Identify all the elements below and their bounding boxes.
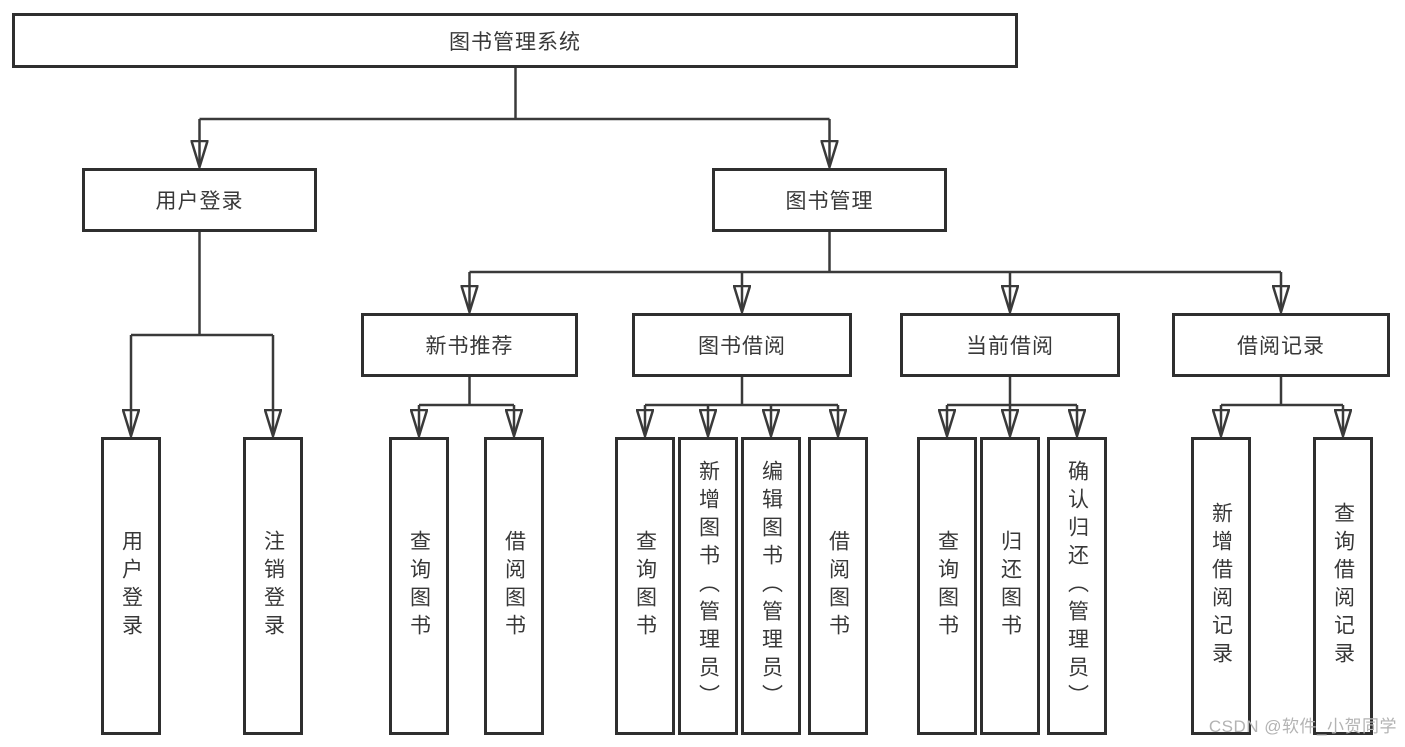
leaf-current-query-book: 查询图书	[917, 437, 977, 735]
connector-borrow-record-to-leaves	[1221, 377, 1343, 435]
node-label: 借阅图书	[826, 530, 850, 642]
node-label: 新增借阅记录	[1209, 502, 1233, 670]
node-current-borrowing: 当前借阅	[900, 313, 1120, 377]
leaf-query-borrow-record: 查询借阅记录	[1313, 437, 1373, 735]
connector-book-borrow-to-leaves	[645, 377, 838, 435]
node-label: 归还图书	[998, 530, 1022, 642]
connector-current-borrow-to-leaves	[947, 377, 1077, 435]
leaf-logout: 注销登录	[243, 437, 303, 735]
node-label: 借阅图书	[502, 530, 526, 642]
node-label: 用户登录	[119, 530, 143, 642]
node-label: 新书推荐	[425, 335, 514, 358]
leaf-confirm-return-admin: 确认归还（管理员）	[1047, 437, 1107, 735]
node-book-borrowing: 图书借阅	[632, 313, 852, 377]
node-label: 当前借阅	[966, 335, 1054, 358]
node-label: 图书借阅	[698, 335, 786, 358]
leaf-borrowing-borrow-book: 借阅图书	[808, 437, 868, 735]
node-root-system: 图书管理系统	[12, 13, 1018, 68]
leaf-user-login: 用户登录	[101, 437, 161, 735]
node-borrow-records: 借阅记录	[1172, 313, 1390, 377]
node-label: 图书管理系统	[449, 30, 581, 54]
node-label: 查询图书	[633, 530, 657, 642]
node-label: 图书管理	[785, 190, 874, 213]
leaf-edit-book-admin: 编辑图书（管理员）	[741, 437, 801, 735]
leaf-borrowing-query-book: 查询图书	[615, 437, 675, 735]
leaf-recommend-borrow-book: 借阅图书	[484, 437, 544, 735]
connector-new-book-to-leaves	[419, 377, 514, 435]
leaf-return-book: 归还图书	[980, 437, 1040, 735]
node-label: 新增图书（管理员）	[696, 460, 720, 712]
node-label: 查询图书	[407, 530, 431, 642]
node-book-management: 图书管理	[712, 168, 947, 232]
leaf-add-borrow-record: 新增借阅记录	[1191, 437, 1251, 735]
node-user-login: 用户登录	[82, 168, 317, 232]
node-new-book-recommend: 新书推荐	[361, 313, 578, 377]
node-label: 确认归还（管理员）	[1065, 460, 1089, 712]
connector-book-mgmt-to-level3	[470, 232, 1282, 311]
leaf-add-book-admin: 新增图书（管理员）	[678, 437, 738, 735]
node-label: 注销登录	[261, 530, 285, 642]
node-label: 查询图书	[935, 530, 959, 642]
leaf-recommend-query-book: 查询图书	[389, 437, 449, 735]
node-label: 编辑图书（管理员）	[759, 460, 783, 712]
node-label: 查询借阅记录	[1331, 502, 1355, 670]
connector-user-login-to-leaves	[131, 232, 273, 435]
csdn-watermark: CSDN @软件_小贺同学	[1208, 717, 1397, 736]
connector-root-to-level2	[200, 68, 830, 166]
node-label: 用户登录	[155, 190, 244, 213]
node-label: 借阅记录	[1237, 335, 1325, 358]
